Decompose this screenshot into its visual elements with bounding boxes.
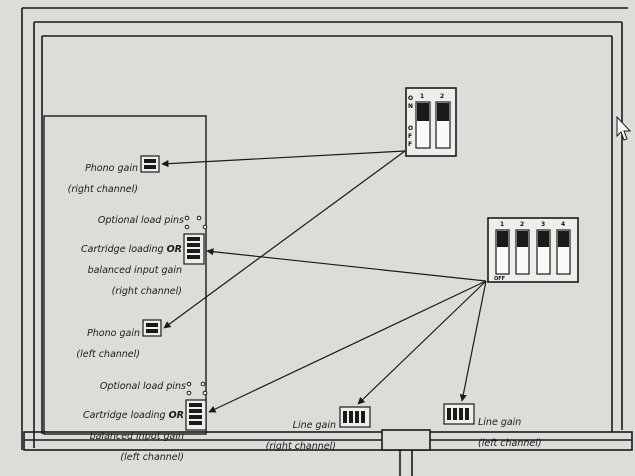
leader-to-line-left xyxy=(459,280,487,402)
label-phono-gain-left-sub: (left channel) xyxy=(76,348,140,360)
line-gain-right-switch xyxy=(339,406,371,428)
leader-to-line-right xyxy=(357,280,487,405)
phono-gain-right-switch xyxy=(140,155,160,173)
label-cartridge-right-line2: balanced input gain xyxy=(87,264,182,276)
bottom-tab xyxy=(381,429,431,451)
label-optional-load-pins-bottom: Optional load pins xyxy=(99,381,186,392)
chassis-frame xyxy=(21,7,633,476)
cartridge-loading-right-switch xyxy=(183,233,205,265)
label-optional-load-pins-top: Optional load pins xyxy=(97,215,184,226)
line-gain-left-switch xyxy=(443,403,475,425)
phono-gain-left-switch xyxy=(142,319,162,337)
leader-lines-2pos xyxy=(161,150,406,329)
dip2-number-1: 1 xyxy=(420,93,425,100)
dip2-off-letter-1: O xyxy=(408,125,414,132)
leader-lines-4pos xyxy=(206,248,487,413)
load-pins-bottom xyxy=(186,381,208,396)
label-cartridge-left-line2: balanced input gain xyxy=(89,430,184,442)
label-cartridge-right-line1a: Cartridge loading xyxy=(81,243,167,255)
label-cartridge-right-line3: (right channel) xyxy=(111,285,182,297)
dip2-off-letter-2: F xyxy=(408,133,413,140)
label-cartridge-loading-left: Cartridge loading OR balanced input gain… xyxy=(50,400,184,463)
dip2-off-letter-3: F xyxy=(408,141,413,148)
dip4-toggle-3 xyxy=(538,231,549,247)
dip4-toggle-2 xyxy=(517,231,528,247)
dip-toggle-1 xyxy=(417,103,429,121)
dip-toggle-2 xyxy=(437,103,449,121)
label-phono-gain-right-main: Phono gain xyxy=(85,162,138,174)
label-cartridge-left-or: OR xyxy=(168,409,184,421)
label-cartridge-left-line1a: Cartridge loading xyxy=(83,409,169,421)
dip4-off-label: OFF xyxy=(494,276,506,282)
label-line-gain-right-sub: (right channel) xyxy=(265,440,336,452)
dip4-toggle-1 xyxy=(497,231,508,247)
dip4-number-4: 4 xyxy=(561,221,566,228)
dip4-toggle-4 xyxy=(558,231,569,247)
label-phono-gain-right: Phono gain (right channel) xyxy=(48,153,138,195)
label-cartridge-loading-right: Cartridge loading OR balanced input gain… xyxy=(52,234,182,297)
label-line-gain-left-sub: (left channel) xyxy=(478,437,542,449)
dip-switch-4pos xyxy=(487,217,579,283)
label-line-gain-right: Line gain (right channel) xyxy=(240,410,336,452)
label-line-gain-right-main: Line gain xyxy=(292,419,336,431)
leader-to-phono-right xyxy=(161,150,406,168)
dip4-number-1: 1 xyxy=(500,221,505,228)
bottom-rail xyxy=(23,431,633,451)
label-phono-gain-right-sub: (right channel) xyxy=(67,183,138,195)
dip2-on-letter-1: O xyxy=(408,95,414,102)
mouse-cursor-icon xyxy=(616,115,632,141)
cartridge-loading-left-switch xyxy=(185,399,207,431)
label-cartridge-left-line3: (left channel) xyxy=(120,451,184,463)
leader-to-phono-left xyxy=(163,150,406,329)
inner-board xyxy=(43,115,207,435)
dip2-on-letter-2: N xyxy=(408,103,414,110)
dip2-number-2: 2 xyxy=(440,93,445,100)
label-line-gain-left-main: Line gain xyxy=(478,416,522,428)
label-phono-gain-left-main: Phono gain xyxy=(87,327,140,339)
label-phono-gain-left: Phono gain (left channel) xyxy=(48,318,140,360)
dip4-number-3: 3 xyxy=(541,221,546,228)
leader-to-cartridge-right xyxy=(206,248,487,282)
dip4-number-2: 2 xyxy=(520,221,525,228)
dip-switch-2pos xyxy=(405,87,457,157)
load-pins-top xyxy=(184,215,208,230)
label-cartridge-right-or: OR xyxy=(166,243,182,255)
leader-to-cartridge-left xyxy=(208,280,487,413)
label-line-gain-left: Line gain (left channel) xyxy=(478,407,574,449)
